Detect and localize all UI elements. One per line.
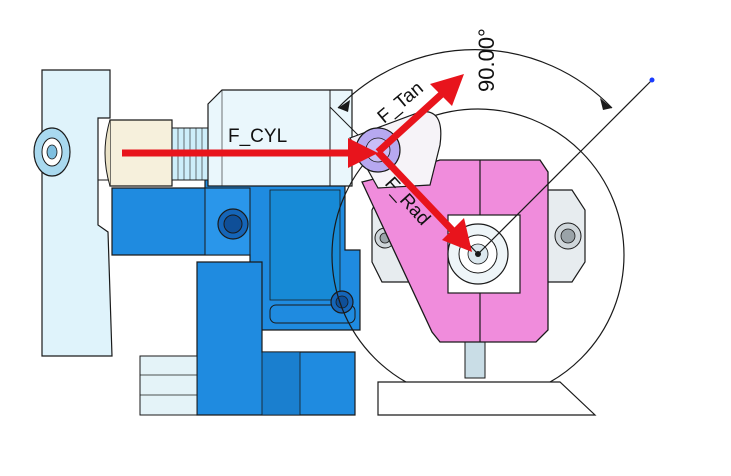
- cylinder-bolt-icon: [217, 208, 249, 240]
- base-block: [41, 69, 113, 357]
- right-base: [377, 341, 597, 416]
- cylinder-body: [111, 177, 361, 331]
- f-rad-arrow: [375, 149, 472, 252]
- lower-column: [139, 261, 356, 416]
- f-cyl-arrow: [122, 138, 378, 168]
- left-bolt-icon: [33, 127, 71, 177]
- angle-label: 90.00°: [474, 28, 499, 92]
- force-arrows: [122, 74, 472, 252]
- f-tan-arrow: [375, 74, 464, 155]
- f-cyl-label: F_CYL: [228, 126, 287, 147]
